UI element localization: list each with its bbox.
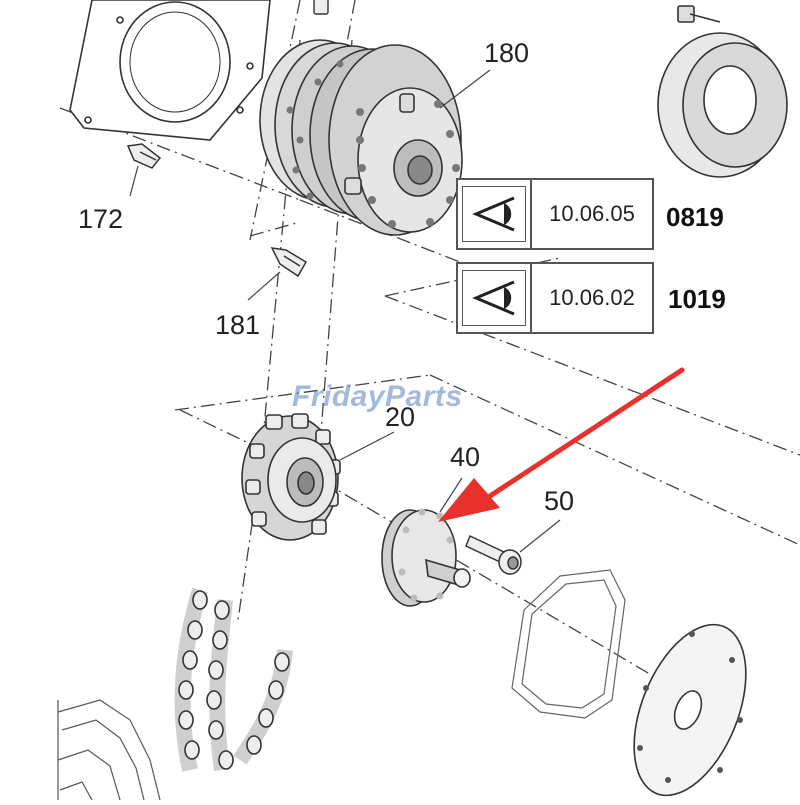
- reference-box-2[interactable]: 10.06.02: [456, 262, 654, 334]
- eye-view-icon: [472, 196, 515, 232]
- hydraulic-motor: [259, 39, 463, 236]
- sprocket-hub: [381, 508, 471, 607]
- reference-code-1: 10.06.05: [549, 201, 635, 226]
- callout-50: 50: [544, 486, 575, 516]
- bolt-181: [270, 247, 308, 278]
- watermark-logo: FridayParts: [292, 380, 463, 413]
- callout-40: 40: [450, 442, 481, 472]
- leader-lines: [129, 69, 561, 553]
- pointer-arrow: [438, 367, 685, 522]
- cover-top-right: [657, 5, 788, 178]
- callout-181: 181: [215, 310, 261, 340]
- callout-20: 20: [385, 402, 416, 432]
- bolt-top: [313, 0, 329, 15]
- bolt-172: [126, 143, 162, 169]
- reference-code-2: 10.06.02: [549, 285, 635, 310]
- mounting-plate: [69, 0, 271, 141]
- eye-view-icon: [472, 280, 515, 316]
- reference-page-1[interactable]: 0819: [666, 202, 724, 232]
- sprocket: [241, 413, 341, 541]
- reference-page-2[interactable]: 1019: [668, 284, 726, 314]
- cover-plate: [633, 623, 747, 797]
- callout-180: 180: [484, 38, 530, 68]
- cap-screw: [465, 534, 522, 575]
- reference-box-1[interactable]: 10.06.05: [456, 178, 654, 250]
- gasket: [511, 569, 626, 719]
- frame-fragment: [57, 699, 161, 801]
- drive-chain: [174, 587, 293, 772]
- callout-172: 172: [78, 204, 124, 234]
